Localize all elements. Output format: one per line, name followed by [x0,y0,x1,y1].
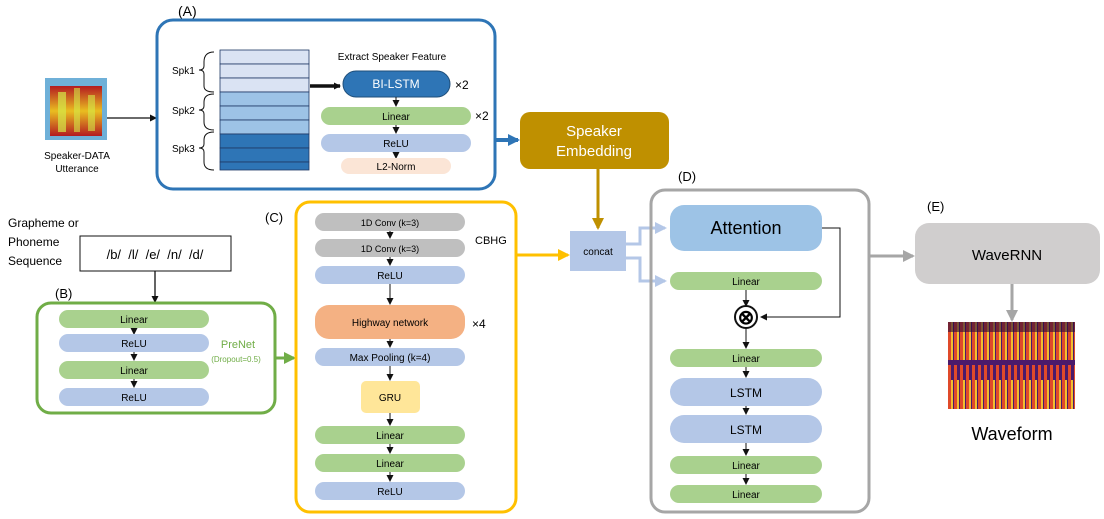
brace-spk3 [198,131,215,171]
spk3-label: Spk3 [172,144,195,155]
sequence-box [79,235,232,272]
spk2-label: Spk2 [172,106,195,117]
c-linear-2 [315,454,465,472]
d-linear-top [670,272,822,290]
a-linear-block [321,107,471,125]
c-gru [361,381,420,413]
utterance-label-1: Speaker-DATA [44,151,110,162]
wavernn-block [915,223,1100,284]
d-lstm-1-label: LSTM [730,386,762,400]
c-conv-1-label: 1D Conv (k=3) [361,218,419,228]
section-label-b: (B) [55,286,72,301]
b-linear-2 [59,361,209,379]
section-label-c: (C) [265,210,283,225]
wavernn-label: WaveRNN [972,247,1042,264]
speaker-embedding-block [520,112,669,169]
attention-label: Attention [710,218,781,238]
d-lstm-2-label: LSTM [730,423,762,437]
d-linear-b1 [670,456,822,474]
panel-d [649,188,871,514]
bilstm-mult: ×2 [455,78,469,92]
utterance-label-2: Utterance [55,164,99,175]
b-relu-1 [59,334,209,352]
attention-block [670,205,822,251]
c-relu-1 [315,266,465,284]
c-conv-2 [315,239,465,257]
a-linear-mult: ×2 [475,109,489,123]
c-relu-2 [315,482,465,500]
panel-a [155,18,497,191]
c-gru-label: GRU [379,393,401,404]
a-relu-block [321,134,471,152]
a-l2norm-block [341,158,451,174]
d-lstm-2 [670,415,822,443]
d-linear-b2 [670,485,822,503]
c-linear-1 [315,426,465,444]
b-linear-1-label: Linear [120,315,148,326]
b-linear-2-label: Linear [120,366,148,377]
panel-c [294,200,518,514]
sequence-text: /b/ /l/ /e/ /n/ /d/ [107,247,204,262]
waveform-label: Waveform [971,424,1052,444]
d-linear-b1-label: Linear [732,461,760,472]
section-label-d: (D) [678,169,696,184]
d-lstm-1 [670,378,822,406]
concat-block [570,231,626,271]
dropout-label: (Dropout=0.5) [211,355,261,364]
c-relu-2-label: ReLU [377,487,403,498]
c-relu-1-label: ReLU [377,271,403,282]
c-highway-label: Highway network [352,318,429,329]
speaker-embedding-line1: Speaker [566,123,622,140]
d-linear-mid-label: Linear [732,354,760,365]
b-linear-1 [59,310,209,328]
d-linear-top-label: Linear [732,277,760,288]
b-relu-2 [59,388,209,406]
d-linear-b2-label: Linear [732,490,760,501]
c-linear-1-label: Linear [376,431,404,442]
c-maxpool-label: Max Pooling (k=4) [350,353,431,364]
multiply-symbol: ⊗ [738,307,755,329]
cbhg-label: CBHG [475,235,507,247]
grapheme-label-3: Sequence [8,254,62,268]
section-label-a: (A) [178,3,197,19]
brace-spk2 [198,93,215,131]
a-linear-label: Linear [382,112,410,123]
concat-label: concat [583,247,613,258]
grapheme-label-2: Phoneme [8,235,60,249]
speaker-frame-stack [219,49,310,171]
c-maxpool [315,348,465,366]
c-conv-2-label: 1D Conv (k=3) [361,244,419,254]
spk1-label: Spk1 [172,66,195,77]
b-relu-1-label: ReLU [121,339,147,350]
brace-spk1 [198,51,215,93]
a-l2norm-label: L2-Norm [377,162,416,173]
arrow-concat-to-linear [626,256,667,287]
section-label-e: (E) [927,199,944,214]
c-highway [315,305,465,339]
bilstm-label: BI-LSTM [372,77,419,91]
a-relu-label: ReLU [383,139,409,150]
arrow-concat-to-attention [626,222,667,246]
arrow-attention-to-multiply [760,227,841,321]
input-spectrogram [45,78,107,140]
d-linear-mid [670,349,822,367]
c-conv-1 [315,213,465,231]
waveform-spectrogram [948,322,1075,409]
b-relu-2-label: ReLU [121,393,147,404]
c-linear-2-label: Linear [376,459,404,470]
speaker-embedding-line2: Embedding [556,143,632,160]
prenet-label: PreNet [221,339,255,351]
c-highway-mult: ×4 [472,317,486,331]
extract-feature-title: Extract Speaker Feature [338,52,447,63]
grapheme-label-1: Grapheme or [8,216,79,230]
